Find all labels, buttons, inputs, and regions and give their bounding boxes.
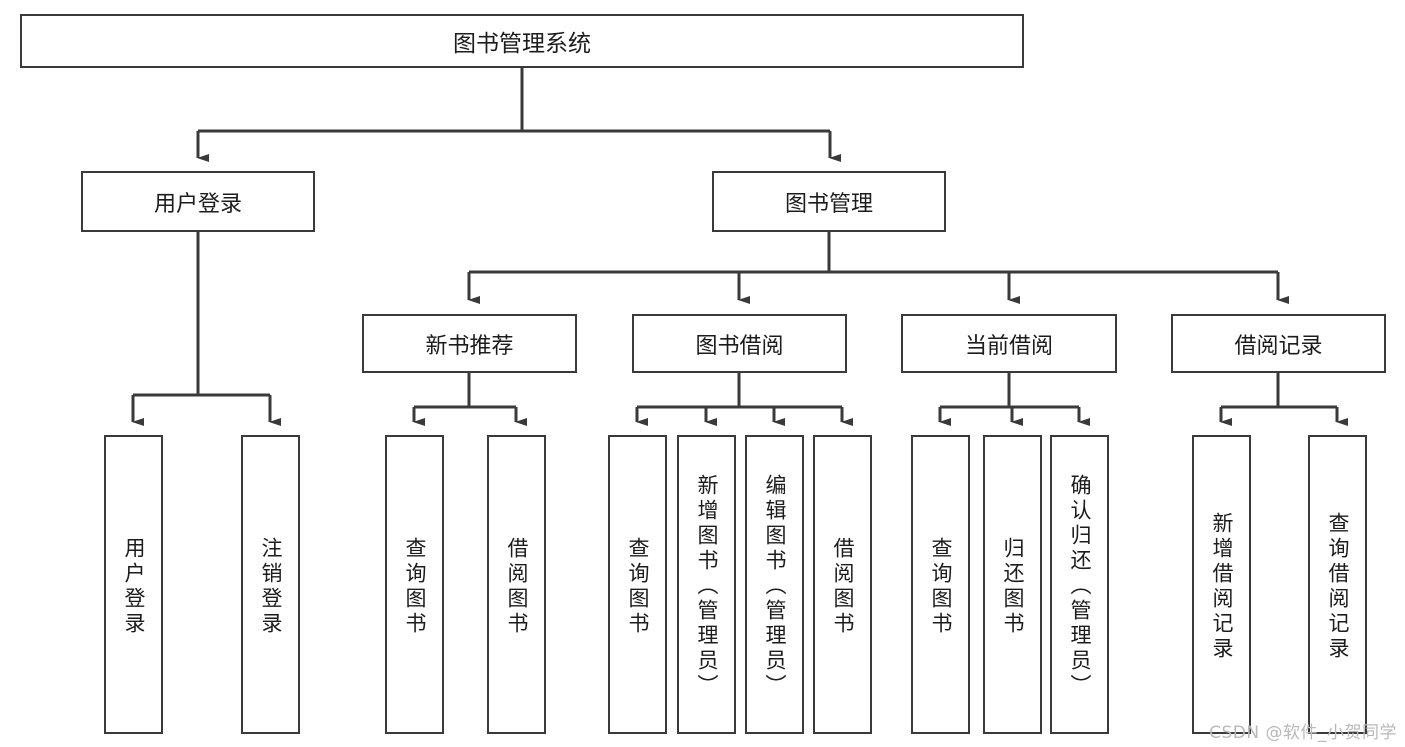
leaf-query-book-current-label: 查询图书 [929, 536, 953, 637]
node-root[interactable]: 图书管理系统 [20, 14, 1024, 68]
node-borrow-record-label: 借阅记录 [1234, 333, 1323, 359]
leaf-query-book-borrow[interactable]: 查询图书 [608, 435, 667, 734]
leaf-query-book-recommend[interactable]: 查询图书 [385, 435, 444, 734]
leaf-logout-label: 注销登录 [259, 536, 283, 637]
node-book-management[interactable]: 图书管理 [712, 171, 946, 232]
node-book-borrow[interactable]: 图书借阅 [632, 314, 847, 373]
leaf-logout[interactable]: 注销登录 [241, 435, 300, 734]
leaf-query-borrow-record-label: 查询借阅记录 [1326, 511, 1350, 662]
leaf-add-borrow-record[interactable]: 新增借阅记录 [1192, 435, 1251, 734]
leaf-borrow-book-recommend[interactable]: 借阅图书 [487, 435, 546, 734]
leaf-query-borrow-record[interactable]: 查询借阅记录 [1308, 435, 1367, 734]
leaf-return-book[interactable]: 归还图书 [983, 435, 1042, 734]
node-user-login-label: 用户登录 [153, 191, 242, 217]
leaf-add-borrow-record-label: 新增借阅记录 [1210, 511, 1234, 662]
node-book-management-label: 图书管理 [784, 191, 873, 217]
node-root-label: 图书管理系统 [453, 31, 591, 57]
leaf-borrow-book-label: 借阅图书 [831, 536, 855, 637]
node-current-borrow[interactable]: 当前借阅 [901, 314, 1117, 373]
leaf-query-book-borrow-label: 查询图书 [626, 536, 650, 637]
node-book-borrow-label: 图书借阅 [695, 333, 784, 359]
leaf-borrow-book-recommend-label: 借阅图书 [505, 536, 529, 637]
leaf-edit-book-admin-label: 编辑图书（管理员） [763, 474, 787, 699]
leaf-query-book-recommend-label: 查询图书 [403, 536, 427, 637]
leaf-borrow-book[interactable]: 借阅图书 [813, 435, 872, 734]
leaf-user-login[interactable]: 用户登录 [104, 435, 163, 734]
node-current-borrow-label: 当前借阅 [964, 333, 1053, 359]
leaf-return-book-label: 归还图书 [1001, 536, 1025, 637]
leaf-user-login-label: 用户登录 [122, 536, 146, 637]
leaf-query-book-current[interactable]: 查询图书 [911, 435, 970, 734]
leaf-edit-book-admin[interactable]: 编辑图书（管理员） [745, 435, 804, 734]
leaf-confirm-return-admin[interactable]: 确认归还（管理员） [1050, 435, 1109, 734]
watermark-text: CSDN @软件_小贺同学 [1209, 723, 1397, 743]
leaf-confirm-return-admin-label: 确认归还（管理员） [1068, 474, 1092, 699]
node-borrow-record[interactable]: 借阅记录 [1171, 314, 1386, 373]
leaf-add-book-admin[interactable]: 新增图书（管理员） [677, 435, 736, 734]
leaf-add-book-admin-label: 新增图书（管理员） [695, 474, 719, 699]
node-new-book-recommendation[interactable]: 新书推荐 [362, 314, 577, 373]
node-user-login[interactable]: 用户登录 [81, 171, 315, 232]
node-new-book-recommendation-label: 新书推荐 [425, 333, 514, 359]
